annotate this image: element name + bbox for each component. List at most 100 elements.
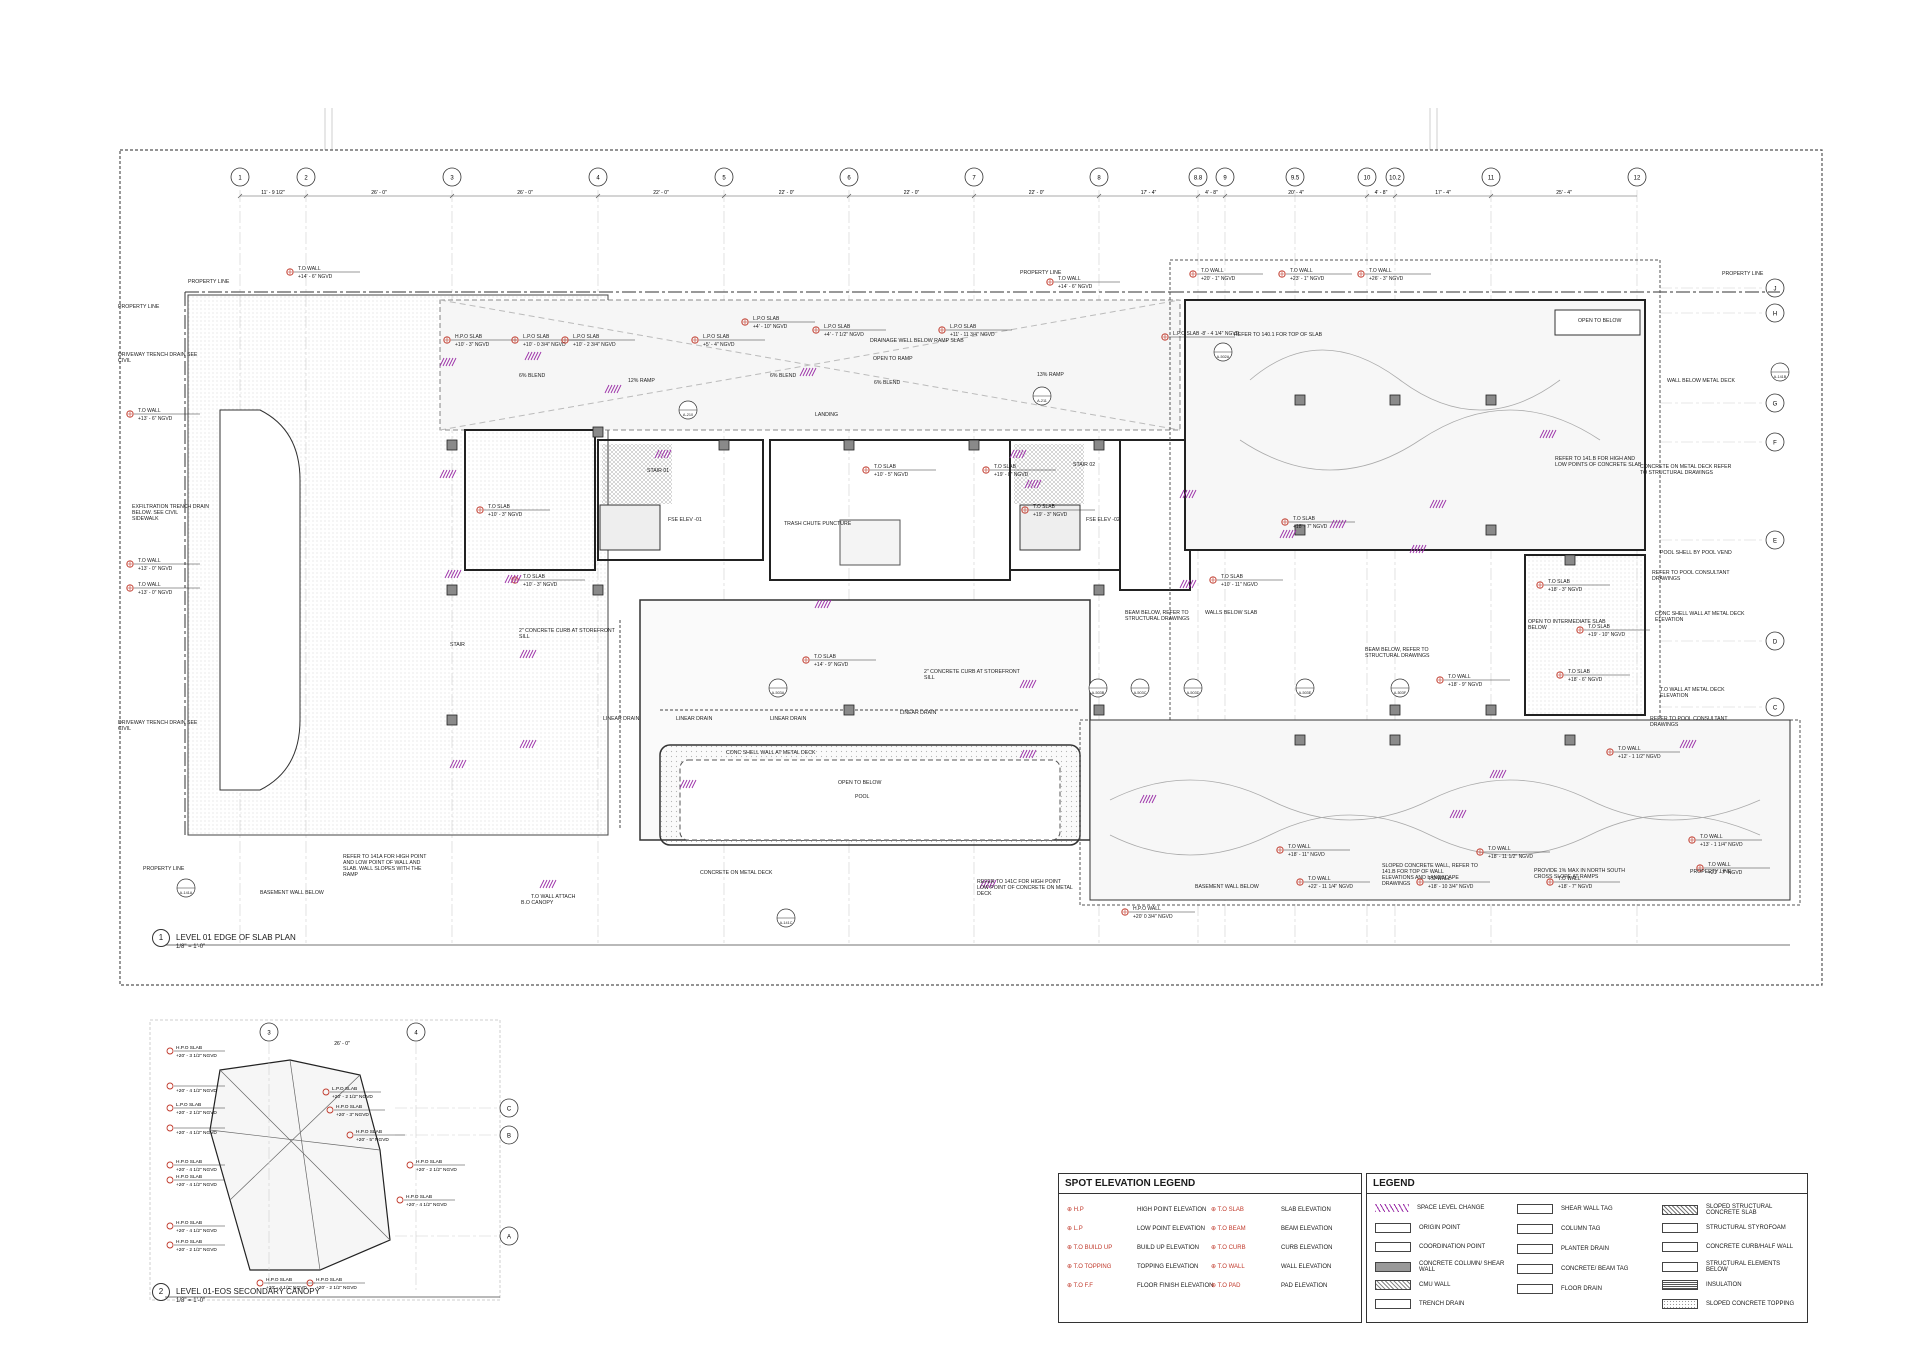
sec-spot-6: H.P.O SLAB+20' - 4 1/2" NGVD — [166, 1220, 225, 1234]
property-line-left — [184, 292, 360, 836]
spot-elevation-7: T.O WALL+13' - 0" NGVD — [126, 582, 200, 596]
label-open-to-ramp: OPEN TO RAMP — [873, 356, 913, 362]
label-property-line-bottom-right: PROPERTY LINE — [1690, 869, 1732, 875]
sec-spot-5: H.P.O SLAB+20' - 4 1/2" NGVD — [166, 1174, 225, 1188]
sec-row-label-A: A — [507, 1235, 511, 1241]
svg-text:T.O SLAB: T.O SLAB — [1548, 579, 1571, 585]
grid-label-10.2: 10.2 — [1389, 176, 1401, 182]
svg-text:+10' - 3" NGVD: +10' - 3" NGVD — [455, 342, 490, 348]
svg-text:T.O WALL: T.O WALL — [1488, 846, 1511, 852]
spot-legend-symbol: ⊕ L.P — [1067, 1226, 1083, 1232]
svg-text:L.P.O SLAB: L.P.O SLAB — [824, 324, 851, 330]
label-linear-drain4: LINEAR DRAIN — [900, 710, 937, 716]
column-12 — [1294, 524, 1306, 536]
grid-bubble-7 — [964, 167, 984, 187]
spot-elevation-13: L.P.O SLAB+4' - 7 1/2" NGVD — [812, 324, 886, 338]
dimension-11: 17' - 4" — [1435, 190, 1451, 196]
grid-label-3: 3 — [450, 176, 454, 182]
svg-text:A-141A: A-141A — [180, 891, 193, 895]
label-blend6a: 6% BLEND — [519, 373, 545, 379]
spot-legend-symbol: ⊕ T.O CURB — [1211, 1245, 1246, 1251]
grid-label-8.8: 8.8 — [1194, 176, 1203, 182]
spot-elevation-16: T.O SLAB+10' - 3" NGVD — [476, 504, 550, 518]
legend-item: ORIGIN POINT — [1375, 1223, 1460, 1233]
label-stair02: STAIR 02 — [1073, 462, 1095, 468]
svg-text:+18' - 11" NGVD: +18' - 11" NGVD — [1288, 852, 1325, 858]
spot-elevation-2: T.O WALL+20' - 1" NGVD — [1189, 268, 1263, 282]
spot-elevation-28: T.O WALL+18' - 11" NGVD — [1276, 844, 1350, 858]
sec-grid-label-3: 3 — [267, 1031, 271, 1037]
pool-open-to-below — [679, 759, 1061, 841]
legend-label: SLOPED CONCRETE TOPPING — [1706, 1301, 1795, 1307]
svg-text:+20' - 4 1/2" NGVD: +20' - 4 1/2" NGVD — [406, 1202, 447, 1208]
sec-spot-7: H.P.O SLAB+20' - 2 1/2" NGVD — [166, 1239, 225, 1253]
svg-text:T.O SLAB: T.O SLAB — [994, 464, 1017, 470]
landscape-curves — [1109, 349, 1761, 856]
svg-text:+10' - 2 3/4" NGVD: +10' - 2 3/4" NGVD — [573, 342, 616, 348]
spot-elevation-20: T.O SLAB +19' - 3" NGVD — [1021, 504, 1095, 518]
row-bubble-H — [1765, 303, 1785, 323]
sec-spot-3: +20' - 4 1/2" NGVD — [166, 1124, 225, 1136]
section-tag-4: A-503D — [1183, 678, 1203, 698]
spot-elevation-36: T.O WALL+21' - 7" NGVD — [1696, 862, 1770, 876]
legend-item: CONCRETE COLUMN/ SHEAR WALL — [1375, 1261, 1514, 1273]
east-upper-deck — [1184, 299, 1646, 551]
legend-label: ORIGIN POINT — [1419, 1225, 1461, 1231]
svg-text:+10' - 5" NGVD: +10' - 5" NGVD — [874, 472, 909, 478]
core-walls — [464, 429, 1191, 591]
legend-label: PLANTER DRAIN — [1561, 1246, 1610, 1252]
svg-text:T.O SLAB: T.O SLAB — [1033, 504, 1056, 510]
dimension-10: 4' - 8" — [1375, 190, 1388, 196]
level-change-18 — [1409, 544, 1427, 554]
grid-label-11: 11 — [1488, 176, 1495, 182]
svg-text:T.O WALL: T.O WALL — [1369, 268, 1392, 274]
east-lower-deck — [1089, 719, 1791, 901]
legend-item: TRENCH DRAIN — [1375, 1299, 1464, 1309]
grid-label-10: 10 — [1364, 176, 1371, 182]
column-4 — [968, 439, 980, 451]
dimension-3: 22' - 0" — [653, 190, 669, 196]
spot-legend-label: LOW POINT ELEVATION — [1137, 1225, 1206, 1232]
svg-text:+14' - 6" NGVD: +14' - 6" NGVD — [1058, 284, 1093, 290]
sec-spot-11: H.P.O SLAB+20' - 2 1/2" NGVD — [406, 1159, 465, 1173]
level-change-21 — [1279, 529, 1297, 539]
svg-text:H.P.O SLAB: H.P.O SLAB — [176, 1220, 202, 1226]
svg-text:H.P.O SLAB: H.P.O SLAB — [266, 1277, 292, 1283]
row-bubble-C — [1765, 697, 1785, 717]
spot-elevation-11: L.P.O SLAB+5' - 4" NGVD — [691, 334, 765, 348]
label-sidewalk: SIDEWALK — [132, 516, 159, 522]
legend-label: STRUCTURAL ELEMENTS BELOW — [1706, 1261, 1781, 1273]
svg-text:+20' - 2 1/2" NGVD: +20' - 2 1/2" NGVD — [416, 1167, 457, 1173]
sec-grid-bubble-4 — [406, 1022, 426, 1042]
svg-text:+19' - 8" NGVD: +19' - 8" NGVD — [994, 472, 1029, 478]
svg-text:+13' - 0" NGVD: +13' - 0" NGVD — [138, 590, 173, 596]
svg-text:+19' - 3" NGVD: +19' - 3" NGVD — [1033, 512, 1068, 518]
legend-item: CONCRETE/ BEAM TAG — [1517, 1264, 1628, 1274]
svg-text:H.P.O SLAB: H.P.O SLAB — [406, 1194, 432, 1200]
level-change-1 — [524, 351, 542, 361]
legend-item: STRUCTURAL ELEMENTS BELOW — [1662, 1261, 1801, 1273]
main-plan-title-text: LEVEL 01 EDGE OF SLAB PLAN — [176, 933, 296, 943]
section-tag-1: A-503A — [768, 678, 788, 698]
spot-legend-symbol: ⊕ T.O SLAB — [1211, 1207, 1244, 1213]
spot-elevation-25: T.O SLAB+18' - 6" NGVD — [1556, 669, 1630, 683]
legend-label: COLUMN TAG — [1561, 1226, 1601, 1232]
spot-legend-label: BEAM ELEVATION — [1281, 1225, 1333, 1232]
svg-text:H.P.O SLAB: H.P.O SLAB — [176, 1239, 202, 1245]
svg-text:+20' - 4 1/2" NGVD: +20' - 4 1/2" NGVD — [176, 1130, 217, 1136]
svg-text:A-503A: A-503A — [772, 691, 785, 695]
svg-text:T.O WALL: T.O WALL — [1708, 862, 1731, 868]
legend-symbol — [1662, 1299, 1698, 1309]
sec-spot-10: H.P.O SLAB+20' - 5" NGVD — [346, 1129, 405, 1143]
sec-spot-1: +20' - 4 1/2" NGVD — [166, 1082, 225, 1094]
column-13 — [1485, 524, 1497, 536]
legend-symbol — [1517, 1204, 1553, 1214]
svg-text:T.O WALL: T.O WALL — [298, 266, 321, 272]
